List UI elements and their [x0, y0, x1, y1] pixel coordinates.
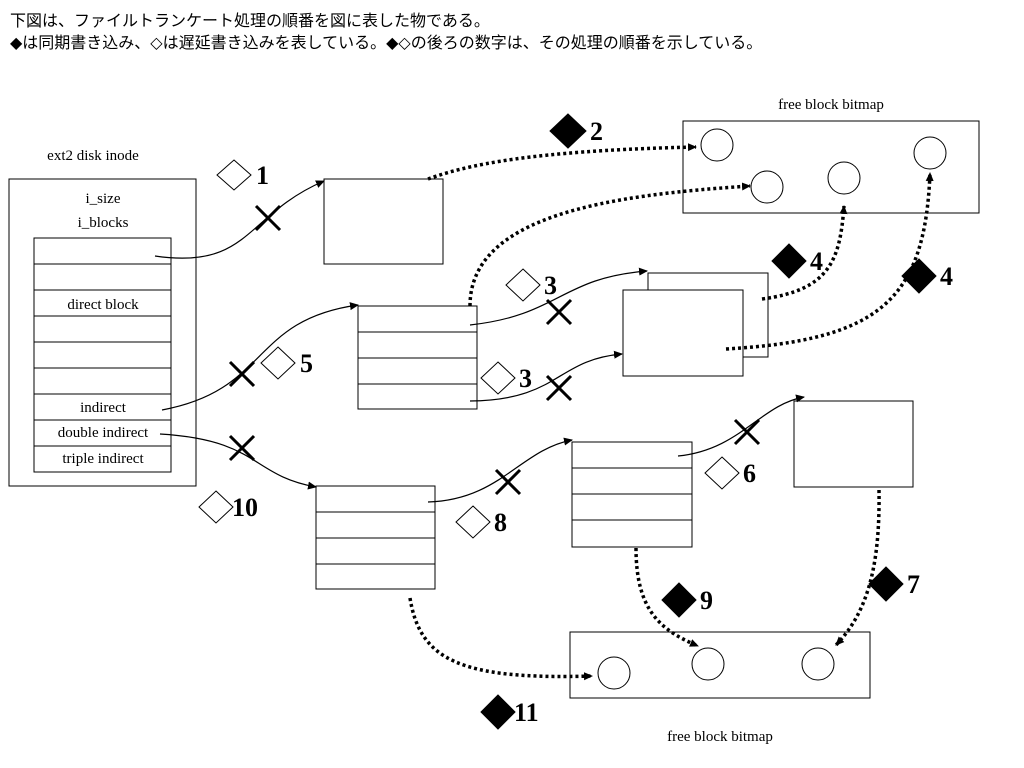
pointer-arrow [469, 267, 648, 326]
intro-line-2: ◆は同期書き込み、◇は遅延書き込みを表している。◆◇の後ろの数字は、その処理の順… [10, 33, 763, 52]
svg-text:2: 2 [590, 117, 603, 146]
bitmap-top-title: free block bitmap [778, 97, 884, 113]
inode-field-size: i_size [86, 191, 121, 207]
free-block-bitmap-bottom: free block bitmap [569, 631, 871, 745]
cut-mark [254, 204, 282, 232]
svg-text:4: 4 [810, 247, 823, 276]
cut-mark [545, 374, 573, 402]
step-2-sync: 2 [549, 113, 603, 149]
cut-mark [228, 434, 256, 462]
pointer-arrow [161, 302, 359, 411]
intro-text: 下図は、ファイルトランケート処理の順番を図に表した物である。 ◆は同期書き込み、… [10, 10, 1020, 54]
cut-mark [545, 298, 573, 326]
svg-text:9: 9 [700, 586, 713, 615]
step-5-async: 5 [260, 346, 313, 380]
svg-text:3: 3 [519, 364, 532, 393]
bitmap-update-arrow [761, 205, 848, 301]
bitmap-update-arrow [834, 489, 881, 647]
data-block-front [622, 289, 744, 377]
cut-mark [228, 360, 256, 388]
step-1-async: 1 [216, 159, 269, 191]
svg-text:5: 5 [300, 349, 313, 378]
step-11-sync: 11 [480, 694, 539, 730]
pointer-arrow [469, 350, 623, 402]
svg-text:8: 8 [494, 508, 507, 537]
data-block-direct [323, 178, 444, 265]
bitmap-bit [801, 647, 835, 681]
bitmap-bit [700, 128, 734, 162]
cut-marks [228, 204, 761, 496]
step-4a-sync: 4 [771, 243, 823, 279]
svg-text:7: 7 [907, 570, 920, 599]
data-block-far [793, 400, 914, 488]
bitmap-update-arrow [408, 597, 593, 681]
step-6-async: 6 [704, 456, 756, 490]
svg-text:1: 1 [256, 161, 269, 190]
bitmap-update-arrow [725, 172, 934, 351]
pointer-arrow [677, 394, 805, 457]
bitmap-update-arrows [408, 143, 934, 681]
svg-text:11: 11 [514, 698, 539, 727]
block-pointer-table [33, 237, 172, 473]
pointer-arrows [154, 180, 805, 503]
inode-field-blocks: i_blocks [78, 215, 129, 231]
cut-mark [494, 468, 522, 496]
row-triple-indirect: triple indirect [62, 451, 144, 467]
bitmap-bit [691, 647, 725, 681]
svg-text:4: 4 [940, 262, 953, 291]
step-9-sync: 9 [661, 582, 713, 618]
double-indirect-block [315, 485, 436, 590]
step-10-async: 10 [198, 490, 258, 524]
bitmap-bit [827, 161, 861, 195]
indirect-block [357, 305, 478, 410]
step-4b-sync: 4 [901, 258, 953, 294]
bitmap-bit [750, 170, 784, 204]
inode-title: ext2 disk inode [47, 148, 139, 164]
cut-mark [733, 418, 761, 446]
step-7-sync: 7 [868, 566, 920, 602]
bitmap-bit [597, 656, 631, 690]
pointer-arrow [154, 180, 325, 259]
ext2-inode: ext2 disk inode i_size i_blocks direct b… [8, 148, 197, 487]
step-markers: 1 2 3 3 4 4 5 6 [198, 113, 953, 730]
free-block-bitmap-top: free block bitmap [682, 97, 980, 214]
bitmap-update-arrow [427, 143, 697, 181]
svg-text:10: 10 [232, 493, 258, 522]
step-3b-async: 3 [480, 361, 532, 395]
bitmap-update-arrow [634, 547, 699, 648]
svg-text:6: 6 [743, 459, 756, 488]
step-8-async: 8 [455, 505, 507, 539]
svg-text:3: 3 [544, 271, 557, 300]
second-level-indirect-block [571, 441, 693, 548]
row-double-indirect: double indirect [58, 425, 149, 441]
pointer-arrow [427, 437, 573, 503]
intro-line-1: 下図は、ファイルトランケート処理の順番を図に表した物である。 [10, 11, 490, 30]
row-indirect: indirect [80, 400, 127, 416]
row-direct-block: direct block [67, 297, 139, 313]
bitmap-bottom-title: free block bitmap [667, 729, 773, 745]
step-3a-async: 3 [505, 268, 557, 302]
bitmap-bit [913, 136, 947, 170]
